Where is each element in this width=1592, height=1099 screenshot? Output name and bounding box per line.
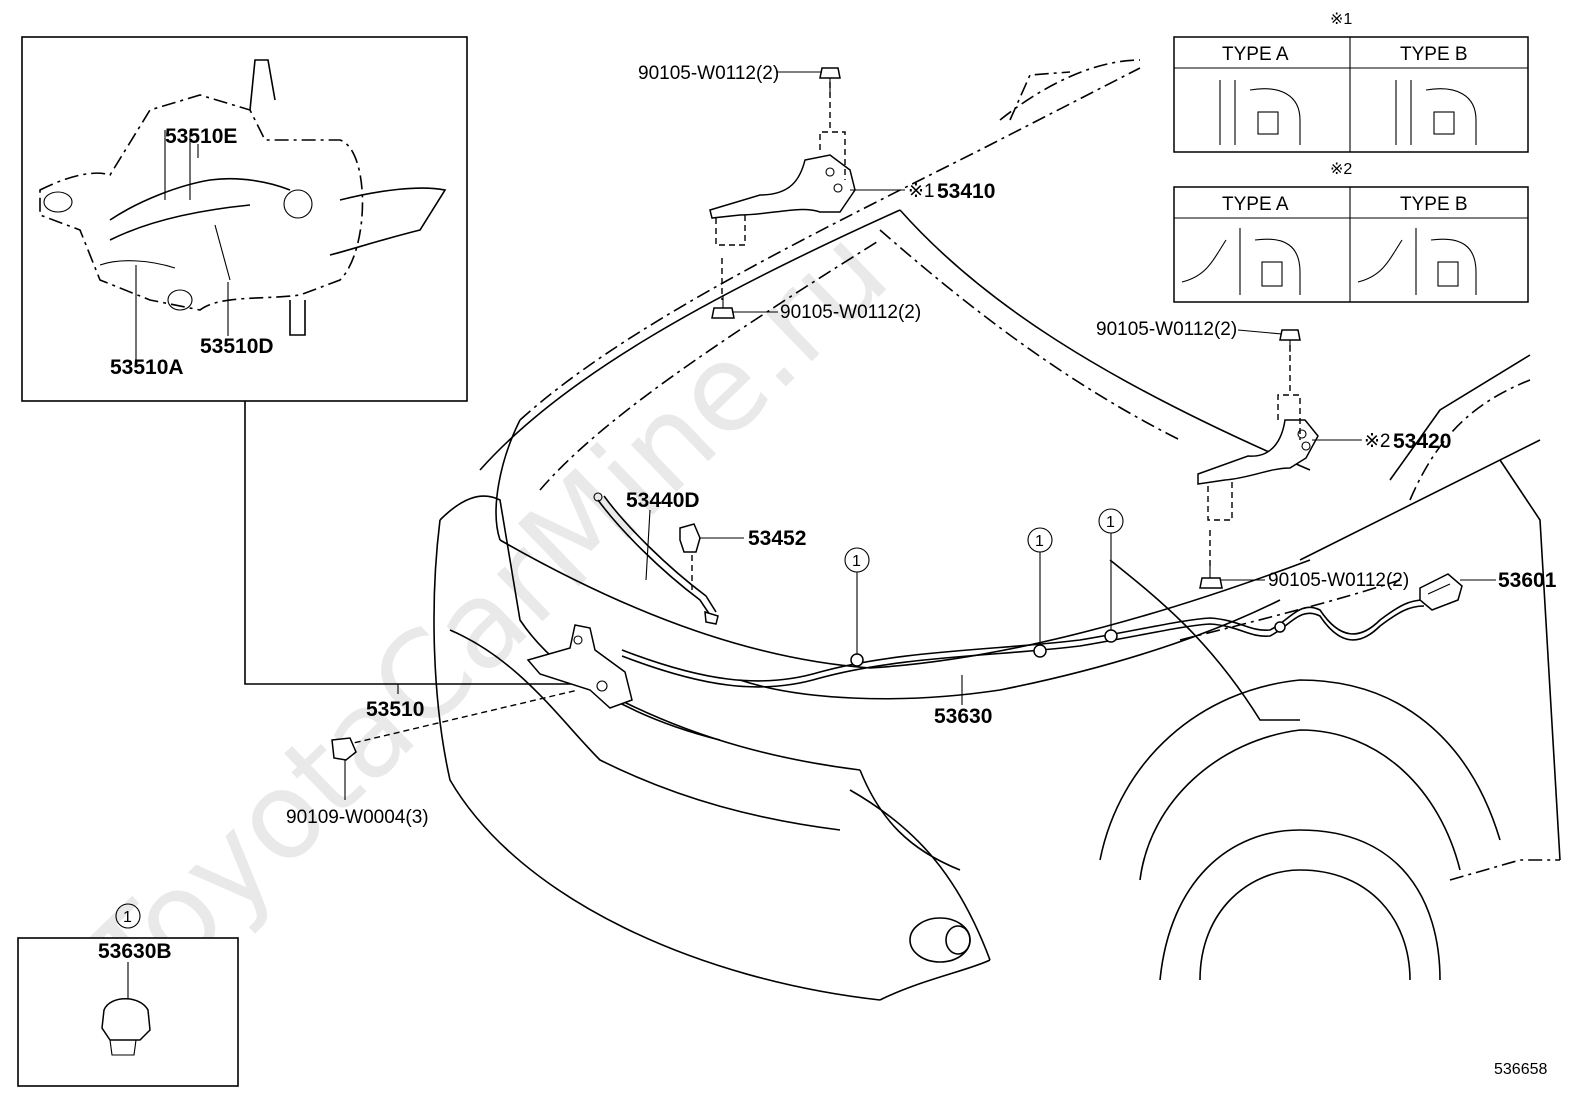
release-cable [621, 573, 1463, 688]
type-table-1-col-a: TYPE A [1222, 44, 1289, 65]
type-table-1: ※1 TYPE A TYPE B [1173, 11, 1529, 153]
type-table-1-col-b: TYPE B [1400, 44, 1468, 65]
callout-latch: 53510 [366, 698, 424, 721]
hinge-right [1197, 329, 1319, 589]
callout-hinge-left-mark: ※1 [908, 181, 935, 202]
inset-leader-line [244, 401, 580, 685]
hood-latch [344, 624, 633, 746]
car-body-outline [433, 59, 1561, 1001]
callout-hinge-right-mark: ※2 [1364, 431, 1391, 452]
callout-clip-ref-1: 1 [852, 553, 861, 570]
label-53510E: 53510E [165, 125, 237, 148]
type-table-2-mark: ※2 [1330, 161, 1352, 178]
type-table-2-col-b: TYPE B [1400, 194, 1468, 215]
type-table-2-col-a: TYPE A [1222, 194, 1289, 215]
callout-cable: 53630 [934, 705, 992, 728]
figure-id: 536658 [1494, 1061, 1547, 1078]
callout-bolt-right-top: 90105-W0112(2) [1096, 319, 1237, 340]
callout-clip-ref-3: 1 [1106, 514, 1115, 531]
callout-bolt-latch: 90109-W0004(3) [286, 807, 429, 828]
callout-leaders [331, 71, 1496, 800]
callout-hinge-right: 53420 [1393, 430, 1451, 453]
callout-hinge-left: 53410 [937, 180, 995, 203]
callout-bolt-right-bottom: 90105-W0112(2) [1268, 570, 1409, 591]
callout-bolt-hinge-left: 90105-W0112(2) [780, 302, 921, 323]
callout-rod-holder: 53452 [748, 527, 806, 550]
latch-detail-inset: 53510E 53510A 53510D [21, 36, 468, 402]
callout-lever: 53601 [1498, 569, 1557, 592]
label-53510A: 53510A [110, 356, 184, 379]
type-table-1-mark: ※1 [1330, 11, 1352, 28]
clip-detail-inset: 1 53630B [17, 903, 239, 1087]
type-table-2: ※2 TYPE A TYPE B [1173, 161, 1529, 303]
hood-support-rod [593, 492, 719, 625]
callout-clip-ref-2: 1 [1035, 533, 1044, 550]
callout-rod: 53440D [626, 489, 700, 512]
hinge-left [709, 67, 856, 319]
clip-ref-mark: 1 [123, 909, 132, 926]
label-53630B: 53630B [98, 940, 172, 963]
label-53510D: 53510D [200, 335, 274, 358]
callout-bolt-top: 90105-W0112(2) [638, 63, 779, 84]
